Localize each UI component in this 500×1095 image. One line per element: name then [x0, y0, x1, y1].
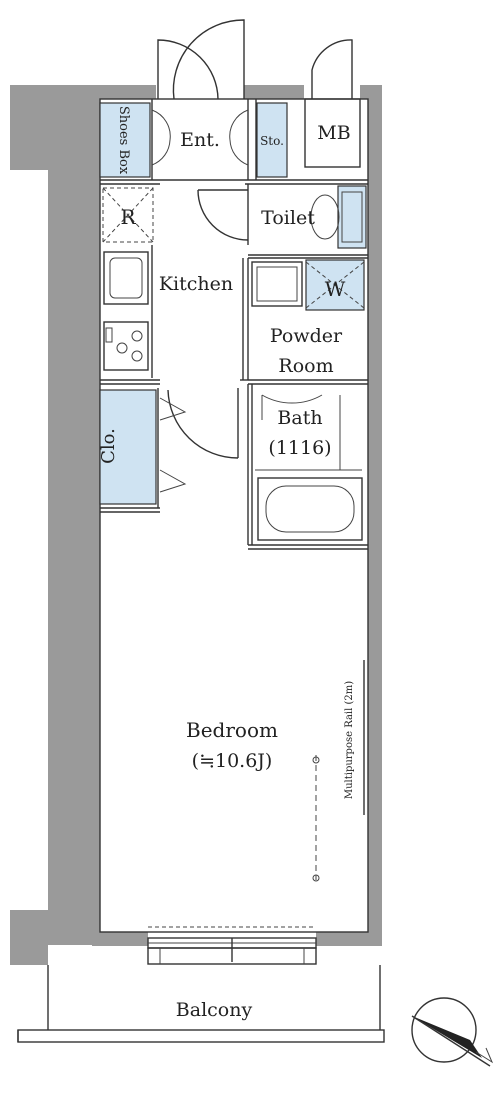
storage-label: Sto.: [260, 134, 284, 148]
stove-icon: [103, 321, 149, 371]
powder-room-label-1: Powder: [270, 325, 343, 347]
outer-walls: [10, 85, 382, 965]
bath-label-1: Bath: [277, 407, 322, 429]
shoes-box-label: Shoes Box: [116, 106, 131, 175]
bathtub-icon: [257, 477, 363, 541]
balcony-outline: [17, 965, 385, 1043]
entrance-label: Ent.: [180, 129, 220, 151]
bedroom-label-1: Bedroom: [186, 718, 278, 742]
balcony-sash: [147, 926, 317, 965]
toilet-icon: [310, 191, 363, 243]
refrigerator-label: R: [120, 205, 136, 229]
kitchen-label: Kitchen: [159, 273, 233, 295]
sink-icon: [103, 251, 149, 305]
powder-room-label-2: Room: [278, 355, 333, 377]
shoes-box-area: [99, 102, 151, 178]
multipurpose-rail-icon: [312, 660, 365, 882]
bedroom-label-2: (≒10.6J): [192, 750, 273, 772]
refrigerator-icon: [102, 187, 154, 243]
storage-area: [256, 102, 288, 178]
storage-areas: [99, 102, 367, 505]
washer-icon: [251, 261, 365, 309]
washer-label: W: [325, 277, 346, 301]
room-labels: Shoes Box Ent. Sto. MB R Toilet Kitchen …: [98, 106, 355, 1021]
balcony-label: Balcony: [176, 999, 253, 1021]
rail-label: Multipurpose Rail (2m): [344, 681, 355, 799]
bath-wall-line: [255, 395, 362, 471]
toilet-label: Toilet: [261, 207, 315, 229]
doors: [151, 19, 353, 493]
bath-label-2: (1116): [268, 437, 331, 459]
closet-label: Clo.: [98, 428, 119, 464]
toilet-tank-area: [337, 185, 367, 249]
closet-area: [99, 389, 157, 505]
compass-icon: [411, 997, 494, 1067]
meter-box-label: MB: [317, 122, 350, 144]
interior-partitions: [99, 98, 369, 933]
